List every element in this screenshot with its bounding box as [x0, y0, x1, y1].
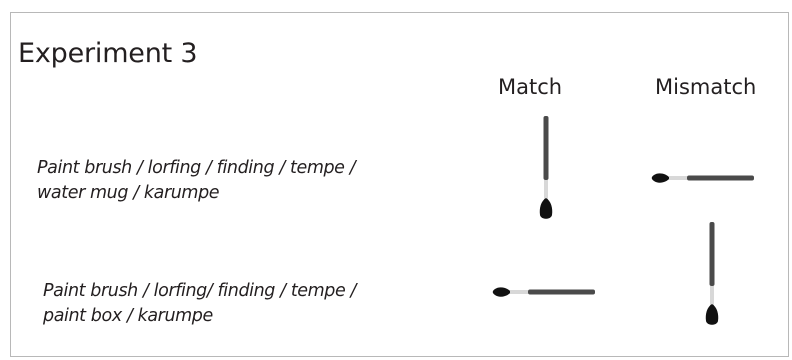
- paint-brush-icon-row2-mismatch: [705, 222, 719, 325]
- sentence-row-2-line-2: paint box / karumpe: [43, 306, 213, 326]
- page-title: Experiment 3: [18, 38, 198, 69]
- sentence-row-1: Paint brush / lorfing / finding / tempe …: [37, 156, 417, 206]
- experiment-panel: [10, 12, 789, 357]
- sentence-row-1-line-1: Paint brush / lorfing / finding / tempe …: [37, 158, 356, 178]
- sentence-row-1-line-2: water mug / karumpe: [37, 183, 220, 203]
- column-header-match: Match: [498, 75, 563, 99]
- column-header-mismatch: Mismatch: [655, 75, 757, 99]
- sentence-row-2-line-1: Paint brush / lorfing/ finding / tempe /: [43, 281, 357, 301]
- paint-brush-icon-row1-match: [539, 116, 553, 219]
- paint-brush-icon-row1-mismatch: [651, 173, 754, 183]
- sentence-row-2: Paint brush / lorfing/ finding / tempe /…: [43, 279, 423, 329]
- paint-brush-icon-row2-match: [492, 287, 595, 297]
